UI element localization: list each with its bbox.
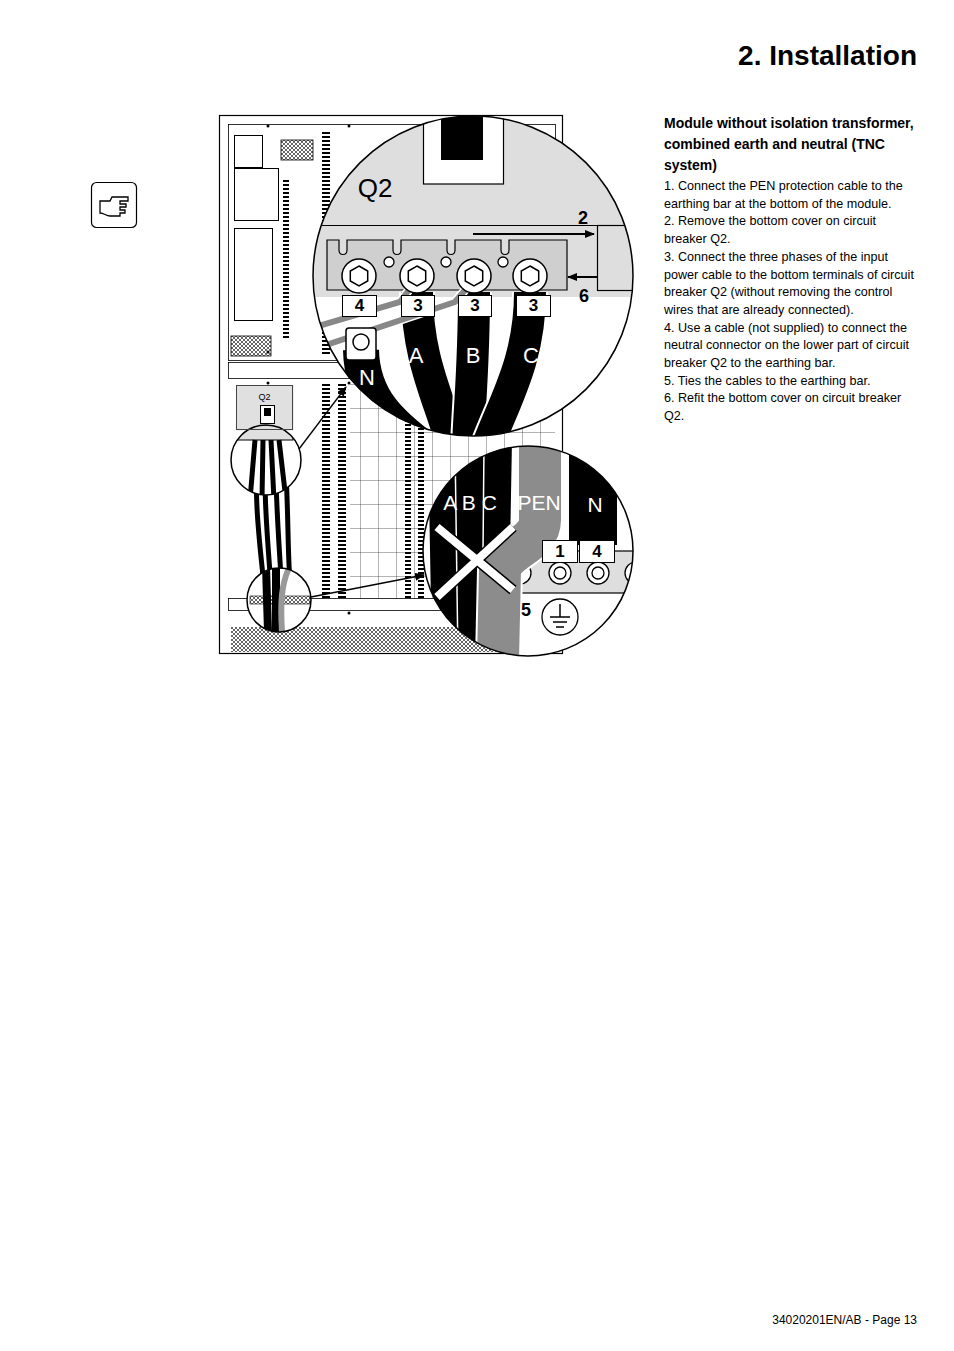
instruction-step: 4. Use a cable (not supplied) to connect… — [664, 320, 922, 373]
conductor-name: B — [466, 345, 481, 367]
terminal-tag: 4 — [579, 540, 615, 563]
earthing-bar-detail — [423, 440, 647, 660]
zoom-marker — [230, 387, 424, 636]
terminal-tag: 4 — [342, 295, 377, 317]
terminal-number: 3 — [470, 296, 479, 316]
breaker-box: Q2 — [236, 385, 293, 430]
instruction-step: 1. Connect the PEN protection cable to t… — [664, 178, 922, 213]
breaker-label: Q2 — [258, 392, 270, 402]
breaker-name: Q2 — [358, 175, 393, 201]
terminal-number: 4 — [355, 296, 364, 316]
terminal-tag: 3 — [401, 295, 435, 317]
terminal-number: 1 — [555, 542, 564, 562]
page-footer: 34020201EN/AB - Page 13 — [772, 1314, 917, 1326]
terminal-number: 3 — [413, 296, 422, 316]
instruction-step: 6. Refit the bottom cover on circuit bre… — [664, 390, 922, 425]
conductor-name: N — [587, 494, 602, 515]
callout-number: 6 — [579, 287, 589, 305]
conductor-name: C — [523, 345, 539, 367]
callout-number: 5 — [521, 601, 531, 619]
instruction-step: 5. Ties the cables to the earthing bar. — [664, 373, 922, 391]
terminal-tag: 3 — [516, 295, 551, 317]
conductor-name: A B C — [443, 492, 497, 513]
instruction-step: 3. Connect the three phases of the input… — [664, 249, 922, 320]
terminal-tag: 1 — [542, 540, 578, 563]
note-icon — [92, 183, 137, 228]
terminal-number: 3 — [529, 296, 538, 316]
terminal-tag: 3 — [458, 295, 492, 317]
callout-number: 2 — [578, 209, 588, 227]
conductor-name: A — [409, 345, 424, 367]
conductor-name: N — [359, 367, 375, 389]
conductor-name: PEN — [517, 492, 560, 513]
instruction-step: 2. Remove the bottom cover on circuit br… — [664, 213, 922, 248]
breaker-detail — [305, 110, 643, 450]
instruction-column: Module without isolation transformer, co… — [664, 113, 922, 426]
terminal-number: 4 — [592, 542, 601, 562]
page-title: 2. Installation — [738, 42, 917, 70]
section-heading: Module without isolation transformer, co… — [664, 113, 922, 176]
